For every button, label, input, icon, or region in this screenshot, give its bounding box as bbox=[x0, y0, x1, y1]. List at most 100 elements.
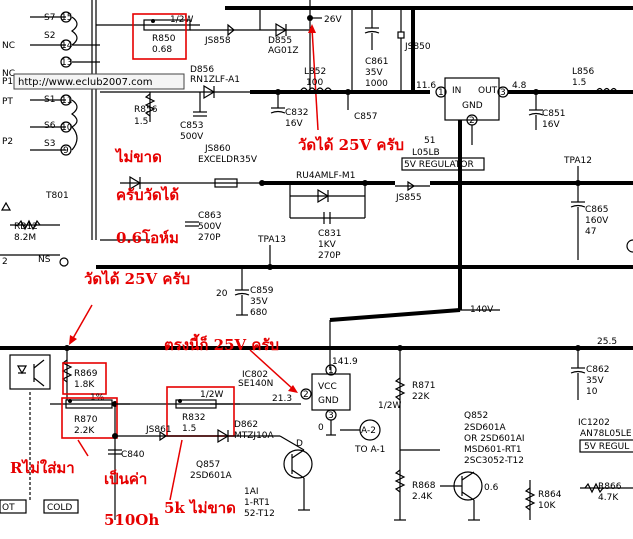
transformer-label: T801 bbox=[45, 191, 69, 201]
l856-val: 1.5 bbox=[572, 78, 586, 88]
jumper-js855 bbox=[395, 180, 430, 192]
rb12-val: 8.2M bbox=[14, 233, 36, 243]
reg-p2: 2 bbox=[469, 116, 475, 126]
js860-part: EXCELDR35V bbox=[198, 155, 258, 165]
q852-p1: 2SD601A bbox=[464, 423, 507, 433]
node-label-2: 2 bbox=[2, 257, 8, 267]
pin-label-s2: S2 bbox=[44, 31, 55, 41]
annotation-top-measure: วัดได้ 25V ครับ bbox=[298, 135, 404, 154]
r850-val: 0.68 bbox=[152, 45, 172, 55]
c853-v: 500V bbox=[180, 132, 204, 142]
pin-label-s6: S6 bbox=[44, 121, 56, 131]
d862-part: MTZJ10A bbox=[234, 431, 275, 441]
hot-label: OT bbox=[2, 503, 15, 513]
ru4-label: RU4AMLF-M1 bbox=[296, 171, 355, 181]
inductor-l852 bbox=[299, 87, 333, 94]
ic802-p2: 2 bbox=[303, 390, 309, 400]
ic802-p3: 3 bbox=[328, 411, 334, 421]
c851-v: 16V bbox=[542, 120, 560, 130]
q857-l3: 52-T12 bbox=[244, 509, 275, 519]
jumper-js861 bbox=[112, 404, 195, 520]
capacitor-c859 bbox=[234, 267, 250, 316]
r832-val: 1.5 bbox=[182, 424, 196, 434]
l852-ref: L852 bbox=[304, 67, 326, 77]
transistor-q852 bbox=[440, 471, 483, 521]
capacitor-c840 bbox=[108, 449, 122, 455]
pin-label-nc1: NC bbox=[2, 41, 15, 51]
v255-label: 25.5 bbox=[597, 337, 617, 347]
r870-val: 2.2K bbox=[74, 426, 95, 436]
resistor-r864 bbox=[524, 480, 536, 520]
diode-d856 bbox=[100, 84, 250, 100]
reg-in: IN bbox=[452, 86, 461, 96]
c863-ref: C863 bbox=[198, 211, 221, 221]
optocoupler bbox=[9, 354, 51, 390]
pin-label-nc2: NC bbox=[2, 69, 15, 79]
pin-number-15: 15 bbox=[61, 13, 72, 23]
r850-rating: 1/2W bbox=[170, 15, 193, 25]
c831-val: 270P bbox=[318, 251, 341, 261]
r871-ref: R871 bbox=[412, 381, 435, 391]
q852-p2: OR 2SD601AI bbox=[464, 434, 525, 444]
pin-circles bbox=[60, 11, 72, 156]
annotation-measured: ครับวัดได้ bbox=[116, 185, 179, 204]
jumper-js860 bbox=[200, 178, 262, 188]
r868-ref: R868 bbox=[412, 481, 436, 491]
r869-val: 1.8K bbox=[74, 380, 95, 390]
pin-number-13: 13 bbox=[61, 58, 72, 68]
capacitor-c865 bbox=[570, 183, 586, 260]
q857-part: 2SD601A bbox=[190, 471, 233, 481]
ic1202-part: AN78L05LE bbox=[580, 429, 632, 439]
regulator-5v bbox=[435, 77, 633, 145]
capacitor-c853 bbox=[193, 92, 207, 117]
hot-box bbox=[0, 499, 27, 514]
resistor-r868 bbox=[394, 450, 406, 521]
annotation-here-25v: ตรงนี้ก็ 25V ครับ bbox=[164, 333, 279, 354]
jumper-js858 bbox=[190, 23, 260, 37]
annotation-r-not-fitted: Rไม่ใส่มา bbox=[10, 458, 75, 477]
r869-highlight-box bbox=[62, 362, 107, 395]
capacitor-c863 bbox=[185, 221, 199, 227]
pin-number-9: 9 bbox=[63, 146, 69, 156]
c865-ref: C865 bbox=[585, 205, 608, 215]
c862-v: 35V bbox=[586, 376, 604, 386]
jumper-js850 bbox=[397, 8, 405, 92]
pin-number-10: 10 bbox=[61, 123, 73, 133]
r832-ref: R832 bbox=[182, 413, 205, 423]
c857-ref: C857 bbox=[354, 112, 377, 122]
connector-a2 bbox=[340, 419, 381, 441]
node-26v bbox=[307, 0, 353, 92]
reg-out: OUT bbox=[478, 86, 498, 96]
resistor-r856 bbox=[144, 92, 156, 122]
resistor-r850 bbox=[96, 19, 200, 31]
d855-part: AG01Z bbox=[268, 46, 299, 56]
c865-v: 160V bbox=[585, 216, 609, 226]
diode-pair-left bbox=[100, 175, 200, 241]
r856-val: 1.5 bbox=[134, 117, 148, 127]
pin-label-pt: PT bbox=[2, 97, 13, 107]
url-box bbox=[13, 73, 185, 90]
reg-name: L05LB bbox=[412, 148, 440, 158]
js860-ref: JS860 bbox=[204, 144, 231, 154]
node-26v-label: 26V bbox=[324, 15, 342, 25]
transistor-q857 bbox=[279, 435, 313, 511]
reg-gnd: GND bbox=[462, 101, 483, 111]
annotation-ohm: 0.6โอห์ม bbox=[116, 228, 179, 247]
c863-v: 500V bbox=[198, 222, 222, 232]
ic802-vcc: VCC bbox=[318, 382, 337, 392]
c859-v: 35V bbox=[250, 297, 268, 307]
js855-label: JS855 bbox=[395, 193, 422, 203]
r850-highlight-box bbox=[132, 13, 187, 60]
c861-val: 1000 bbox=[365, 79, 388, 89]
c853-ref: C853 bbox=[180, 121, 203, 131]
q852-p4: 2SC3052-T12 bbox=[464, 456, 524, 466]
tpa12-label: TPA12 bbox=[563, 156, 592, 166]
pin-label-s1: S1 bbox=[44, 95, 55, 105]
capacitor-c862 bbox=[570, 348, 586, 400]
d855-ref: D855 bbox=[268, 36, 292, 46]
q857-l1: 1AI bbox=[244, 487, 259, 497]
ic802-v2: 21.3 bbox=[272, 394, 292, 404]
c831-ref: C831 bbox=[318, 229, 341, 239]
